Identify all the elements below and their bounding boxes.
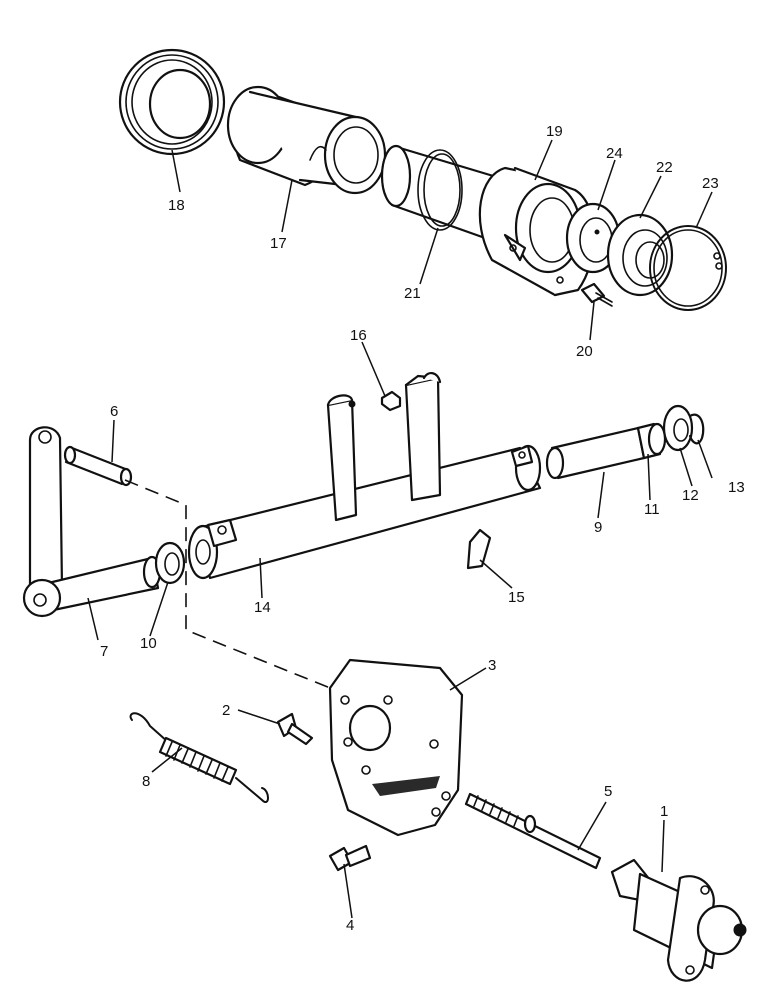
- leader-lines: [87, 139, 713, 919]
- callout-1: 1: [660, 803, 668, 820]
- callout-5: 5: [604, 783, 612, 800]
- part-9-pin: [545, 426, 646, 480]
- part-20-bolt: [580, 282, 613, 307]
- part-23-circlip: [649, 225, 727, 311]
- callout-18: 18: [168, 197, 185, 214]
- part-18-seal: [118, 48, 226, 156]
- callout-20: 20: [576, 343, 593, 360]
- callout-2: 2: [222, 702, 230, 719]
- part-11-collar: [636, 422, 667, 460]
- callout-16: 16: [350, 327, 367, 344]
- callout-8: 8: [142, 773, 150, 790]
- callout-22: 22: [656, 159, 673, 176]
- callout-19: 19: [546, 123, 563, 140]
- part-16-plug: [380, 390, 402, 412]
- part-17-sleeve: [226, 85, 387, 195]
- part-1-cylinder: [610, 858, 747, 982]
- part-5-rod: [464, 792, 602, 870]
- callout-10: 10: [140, 635, 157, 652]
- callout-3: 3: [488, 657, 496, 674]
- callout-14: 14: [254, 599, 271, 616]
- part-14-cross-shaft: [187, 372, 542, 580]
- part-13-circlip: [688, 413, 705, 445]
- callout-12: 12: [682, 487, 699, 504]
- callout-21: 21: [404, 285, 421, 302]
- callout-6: 6: [110, 403, 118, 420]
- part-4-bolt: [328, 844, 372, 872]
- part-6-pin: [63, 445, 133, 487]
- callout-7: 7: [100, 643, 108, 660]
- callout-15: 15: [508, 589, 525, 606]
- part-3-plate: [328, 658, 464, 837]
- callout-17: 17: [270, 235, 287, 252]
- callout-labels: 18 17 21 19 24 22 23 20 16 6 7 10 14 9 1…: [100, 123, 745, 934]
- part-15-roll-pin: [466, 528, 492, 570]
- callout-4: 4: [346, 917, 354, 934]
- part-2-bolt: [276, 712, 314, 746]
- part-8-spring: [129, 712, 269, 803]
- part-22-bearing: [606, 213, 674, 297]
- part-10-washer: [154, 541, 186, 585]
- callout-24: 24: [606, 145, 623, 162]
- callout-23: 23: [702, 175, 719, 192]
- callout-11: 11: [644, 501, 660, 518]
- callout-9: 9: [594, 519, 602, 536]
- part-12-washer: [662, 404, 694, 452]
- callout-13: 13: [728, 479, 745, 496]
